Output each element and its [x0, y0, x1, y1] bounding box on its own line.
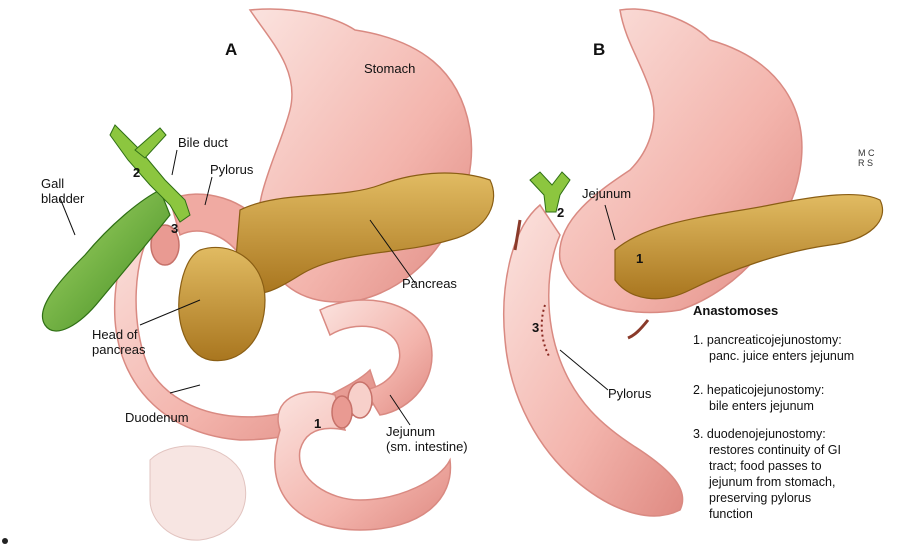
legend-item-3-line1: 3. duodenojejunostomy:	[693, 426, 913, 442]
bullet-marker	[2, 538, 8, 544]
label-duodenum: Duodenum	[125, 410, 189, 425]
label-b-jejunum: Jejunum	[582, 186, 631, 201]
label-jejunum-line2: (sm. intestine)	[386, 439, 468, 454]
marker-b-3: 3	[532, 320, 539, 335]
legend-item-2: 2. hepaticojejunostomy: bile enters jeju…	[693, 382, 913, 414]
panel-a-illustration	[42, 9, 493, 540]
credit-line1: M C	[858, 148, 875, 158]
credit-line2: R S	[858, 158, 873, 168]
legend-item-1: 1. pancreaticojejunostomy: panc. juice e…	[693, 332, 913, 364]
label-bile-duct: Bile duct	[178, 135, 228, 150]
marker-a-2: 2	[133, 165, 140, 180]
label-b-pylorus: Pylorus	[608, 386, 651, 401]
gallbladder-a	[42, 190, 170, 331]
label-head-of-pancreas-line1: Head of	[92, 327, 138, 342]
legend-item-3-line2: restores continuity of GI	[693, 442, 913, 458]
label-pancreas: Pancreas	[402, 276, 457, 291]
marker-b-2: 2	[557, 205, 564, 220]
legend-item-1-line1: 1. pancreaticojejunostomy:	[693, 332, 913, 348]
legend-item-3-line6: function	[693, 506, 913, 522]
intestine-outline-a	[150, 446, 246, 540]
label-gall-bladder-line1: Gall	[41, 176, 64, 191]
label-stomach: Stomach	[364, 61, 415, 76]
bile-duct-branch-a	[135, 128, 166, 158]
legend-item-1-line2: panc. juice enters jejunum	[693, 348, 913, 364]
label-pylorus: Pylorus	[210, 162, 253, 177]
marker-b-1: 1	[636, 251, 643, 266]
label-gall-bladder-line2: bladder	[41, 191, 84, 206]
legend-title: Anastomoses	[693, 303, 778, 318]
legend-item-3-line4: jejunum from stomach,	[693, 474, 913, 490]
legend-item-2-line1: 2. hepaticojejunostomy:	[693, 382, 913, 398]
legend-item-3-line5: preserving pylorus	[693, 490, 913, 506]
label-head-of-pancreas-line2: pancreas	[92, 342, 145, 357]
arrow-b2	[628, 320, 648, 338]
panel-label-a: A	[225, 40, 237, 60]
marker-a-3: 3	[171, 221, 178, 236]
label-jejunum-line1: Jejunum	[386, 424, 435, 439]
legend-item-3: 3. duodenojejunostomy: restores continui…	[693, 426, 913, 522]
panel-label-b: B	[593, 40, 605, 60]
cut-end-a2	[332, 396, 352, 428]
legend-item-2-line2: bile enters jejunum	[693, 398, 913, 414]
pancreas-head-a	[179, 247, 265, 360]
legend-item-3-line3: tract; food passes to	[693, 458, 913, 474]
marker-a-1: 1	[314, 416, 321, 431]
